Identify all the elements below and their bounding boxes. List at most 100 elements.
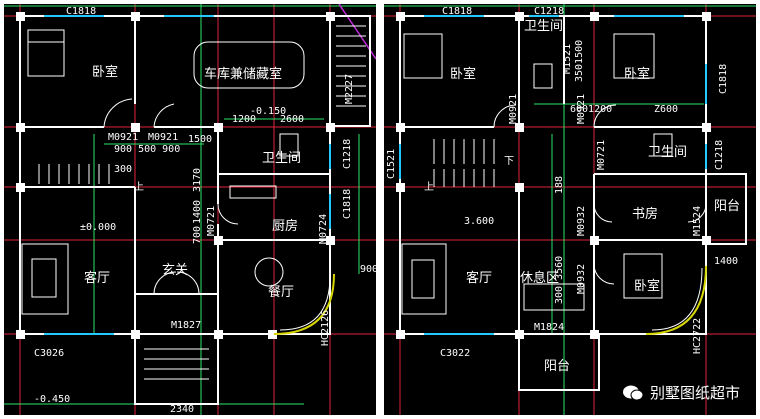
column	[515, 330, 524, 339]
balcony-wall	[518, 333, 600, 391]
room-label-study: 书房	[632, 206, 658, 222]
door-code: M2227	[344, 74, 355, 104]
door-swing	[593, 203, 613, 223]
dimension-text: 1400	[714, 256, 738, 267]
column	[702, 123, 711, 132]
door-swing	[593, 263, 615, 285]
bed-icon	[623, 253, 663, 299]
bay-window-inner	[651, 267, 703, 331]
door-code: M0932	[576, 206, 587, 236]
bed-icon	[613, 33, 655, 79]
door-code: M0721	[596, 140, 607, 170]
room-label-bath: 卫生间	[648, 145, 687, 160]
window-code: C1218	[714, 140, 725, 170]
door-swing	[103, 98, 133, 128]
window-code: C1818	[66, 6, 96, 17]
door-code: M1827	[171, 320, 201, 331]
door-swing	[153, 103, 175, 128]
level-mark: ±0.000	[80, 222, 116, 233]
dimension-text: 300	[114, 164, 132, 175]
column	[590, 12, 599, 21]
column	[396, 12, 405, 21]
room-label-living: 客厅	[466, 270, 492, 286]
dimension-text: 300 3560	[554, 256, 565, 304]
door-code: M1824	[534, 322, 564, 333]
column	[326, 236, 335, 245]
dimension-text: 1200	[232, 114, 256, 125]
kitchen-counter-icon	[229, 185, 277, 199]
room-label-dining: 餐厅	[268, 284, 294, 300]
column	[16, 123, 25, 132]
door-swing	[153, 271, 177, 295]
room-label-bedroom: 卧室	[634, 278, 660, 294]
column	[702, 12, 711, 21]
column	[515, 12, 524, 21]
dimension-text: 1500	[188, 134, 212, 145]
bay-code: HC2126	[320, 310, 331, 346]
room-label-kitchen: 厨房	[272, 218, 298, 234]
door-code: M0921	[508, 94, 519, 124]
sofa-icon	[401, 243, 447, 315]
window-code: C3022	[440, 348, 470, 359]
window-code: C1818	[442, 6, 472, 17]
door-code: M1524	[692, 206, 703, 236]
ground-floor-drawing: 卧室 车库兼储藏室 卫生间 厨房 客厅 玄关 餐厅 C1818 M0921 M0…	[4, 4, 376, 415]
room-label-bath: 卫生间	[262, 151, 301, 166]
column	[396, 183, 405, 192]
desk-icon	[523, 283, 585, 311]
column	[214, 330, 223, 339]
balcony-wall	[705, 173, 747, 245]
bay-code: HC2722	[692, 318, 703, 354]
dimension-text: 900 500 900	[114, 144, 180, 155]
door-code: M0921	[148, 132, 178, 143]
door-code: M0724	[318, 214, 329, 244]
room-label-balcony: 阳台	[714, 199, 740, 214]
bay-window-inner	[279, 275, 331, 331]
toilet-icon	[653, 133, 673, 157]
door-swing	[593, 104, 617, 128]
dimension-text: 188	[554, 176, 565, 194]
stair-up-mark: 上	[134, 181, 144, 193]
door-swing	[217, 203, 239, 225]
column	[214, 236, 223, 245]
porch-wall	[134, 293, 219, 405]
column	[396, 330, 405, 339]
room-label-bedroom: 卧室	[92, 64, 118, 80]
toilet-icon	[533, 63, 553, 89]
stair-up-mark: 上	[424, 181, 434, 193]
column	[131, 12, 140, 21]
door-code: M0721	[206, 206, 217, 236]
column	[515, 123, 524, 132]
window-code: C1521	[386, 149, 397, 179]
sofa-icon	[411, 259, 435, 299]
room-label-balcony: 阳台	[544, 359, 570, 374]
column	[590, 330, 599, 339]
dimension-text: 700	[192, 226, 203, 244]
door-code: M0921	[576, 94, 587, 124]
column	[131, 123, 140, 132]
column	[326, 12, 335, 21]
room-label-foyer: 玄关	[162, 263, 188, 278]
upper-floor-plan: 卧室 卫生间 卧室 卫生间 书房 阳台 客厅 休息区 卧室 阳台 C1818 C…	[384, 4, 756, 415]
column	[16, 12, 25, 21]
column	[16, 330, 25, 339]
bed-icon	[27, 29, 65, 77]
car-icon	[193, 41, 305, 89]
column	[515, 183, 524, 192]
bed-icon	[403, 33, 443, 79]
room-label-living: 客厅	[84, 270, 110, 286]
level-mark: -0.450	[34, 394, 70, 405]
dimension-text: 1400	[192, 200, 203, 224]
stair-down-mark: 下	[504, 156, 514, 167]
room-label-bedroom: 卧室	[450, 66, 476, 82]
window-code: C1218	[342, 139, 353, 169]
stair-wall	[329, 15, 371, 127]
level-mark: -0.150	[250, 106, 286, 117]
bay-window	[273, 273, 335, 335]
door-code: M0921	[108, 132, 138, 143]
door-swing	[176, 271, 200, 295]
column	[16, 183, 25, 192]
door-code: M1521	[562, 44, 573, 74]
window-code: C1818	[718, 64, 729, 94]
dimension-text: 2340	[170, 404, 194, 415]
